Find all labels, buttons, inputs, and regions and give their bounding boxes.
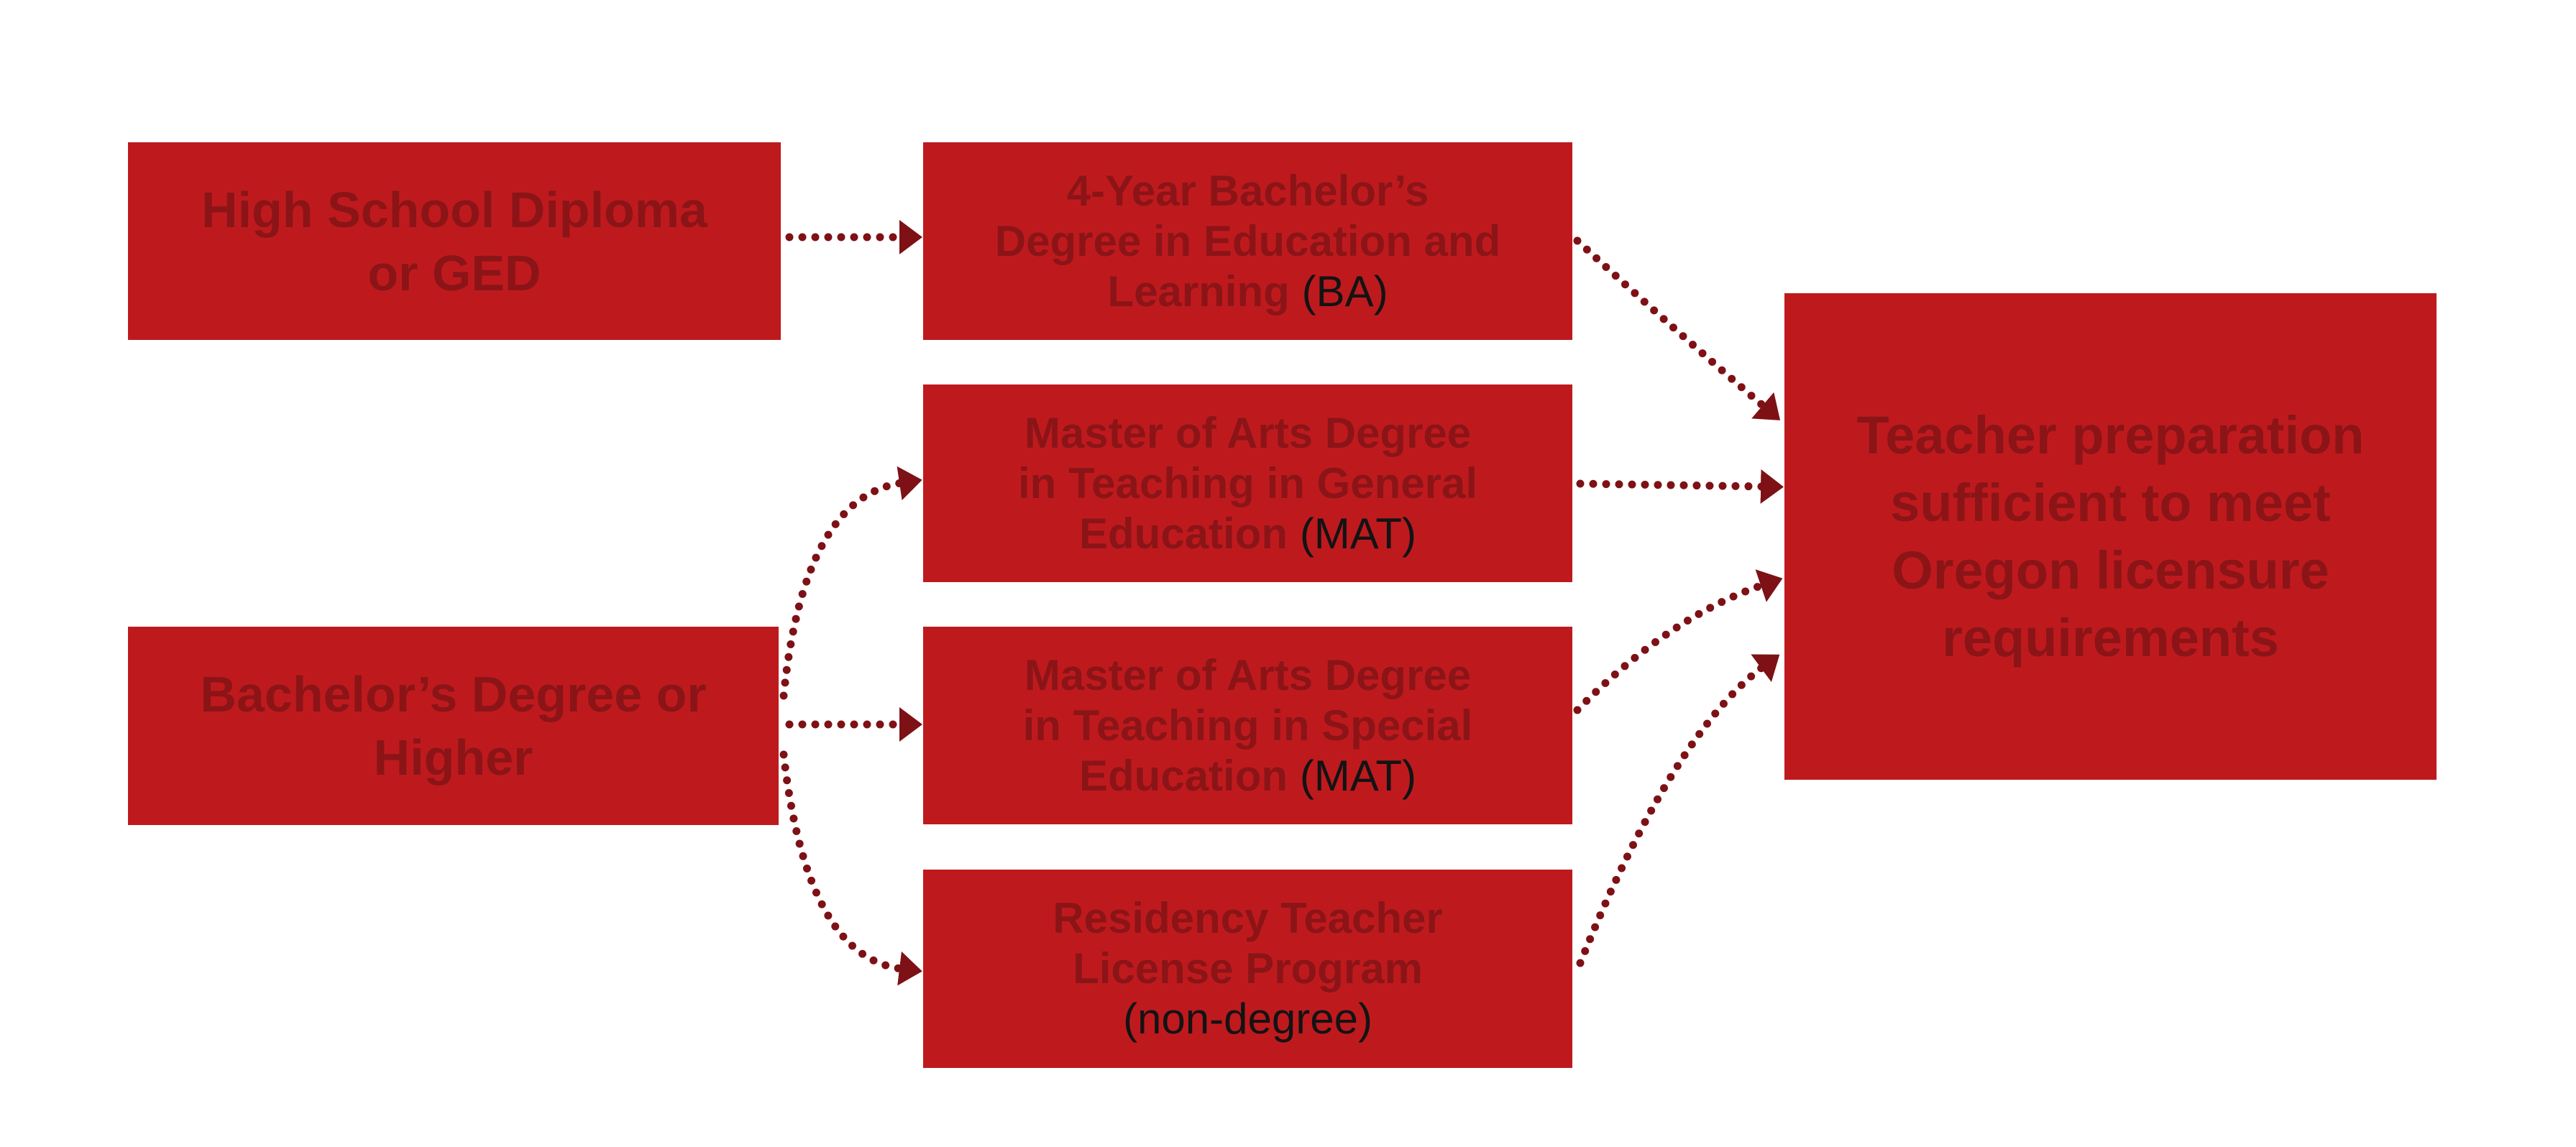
degree-abbreviation: (non-degree)	[1123, 995, 1372, 1043]
degree-abbreviation: (BA)	[1301, 267, 1388, 315]
node-line: Bachelor’s Degree or	[200, 666, 707, 722]
node-line: Higher	[373, 729, 533, 786]
arrow-mat-general-to-outcome	[1576, 469, 1784, 504]
node-line: Education (MAT)	[1079, 509, 1416, 559]
arrow-residency-to-outcome	[1576, 654, 1780, 967]
node-mat-general-education: Master of Arts Degree in Teaching in Gen…	[923, 384, 1572, 582]
node-line: 4-Year Bachelor’s	[1066, 166, 1429, 215]
node-line: Degree in Education and	[994, 216, 1501, 265]
node-line: Learning (BA)	[1107, 267, 1388, 317]
node-line: or GED	[367, 244, 541, 301]
node-line: requirements	[1942, 607, 2279, 668]
node-line: Education (MAT)	[1079, 751, 1416, 801]
node-bachelors-or-higher: Bachelor’s Degree or Higher	[128, 627, 779, 825]
node-line-bold-segment: Education	[1079, 509, 1288, 558]
node-line: Master of Arts Degree	[1024, 650, 1472, 699]
node-line: sufficient to meet	[1890, 472, 2331, 533]
node-oregon-licensure-outcome: Teacher preparation sufficient to meet O…	[1784, 293, 2437, 780]
degree-abbreviation: (MAT)	[1299, 509, 1416, 558]
node-line-bold-segment: Learning	[1107, 267, 1290, 315]
node-line: in Teaching in General	[1017, 459, 1478, 507]
node-line-bold-segment: Education	[1079, 751, 1288, 800]
node-line: in Teaching in Special	[1022, 701, 1473, 750]
arrow-bachelors-to-residency	[779, 750, 922, 986]
degree-abbreviation: (MAT)	[1299, 751, 1416, 800]
node-line: Residency Teacher	[1053, 894, 1443, 942]
node-high-school-diploma: High School Diploma or GED	[128, 142, 781, 340]
node-line: High School Diploma	[201, 181, 707, 238]
arrow-bachelors-to-mat-general	[779, 466, 922, 700]
node-line: License Program	[1073, 944, 1423, 992]
node-line: Master of Arts Degree	[1024, 408, 1472, 457]
arrow-mat-special-to-outcome	[1573, 569, 1783, 714]
node-bachelors-degree-education: 4-Year Bachelor’s Degree in Education an…	[923, 142, 1572, 340]
arrow-ba-to-outcome	[1573, 236, 1781, 420]
node-mat-special-education: Master of Arts Degree in Teaching in Spe…	[923, 627, 1572, 824]
node-line: Teacher preparation	[1856, 405, 2365, 465]
node-line: Oregon licensure	[1892, 540, 2329, 600]
node-residency-teacher-license: Residency Teacher License Program (non-d…	[923, 870, 1572, 1068]
